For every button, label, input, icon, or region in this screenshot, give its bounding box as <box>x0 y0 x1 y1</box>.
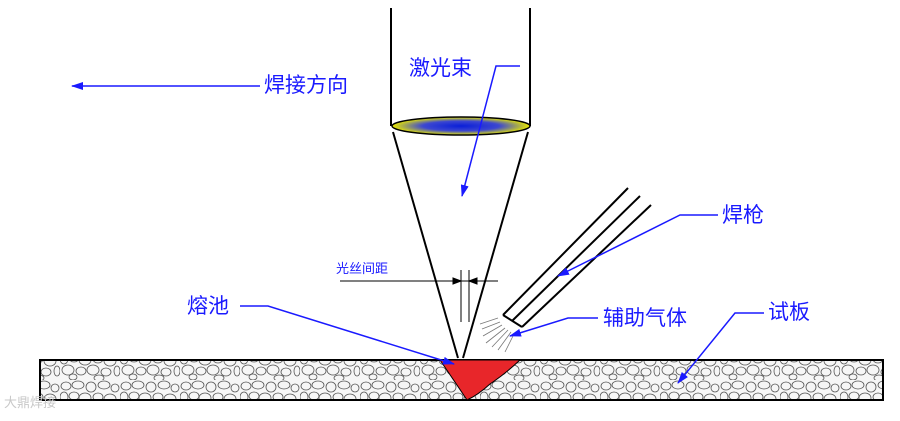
laser-beam-leader <box>460 65 520 197</box>
welding-torch-leader <box>557 214 718 277</box>
wire-gap-dimension <box>340 270 498 322</box>
label-test-plate: 试板 <box>768 300 810 324</box>
molten-pool <box>439 359 522 401</box>
label-molten-pool: 熔池 <box>187 294 229 318</box>
label-welding-direction: 焊接方向 <box>264 73 348 97</box>
label-welding-torch: 焊枪 <box>722 203 764 227</box>
shielding-gas-spray <box>479 317 515 353</box>
laser-lens <box>391 116 531 136</box>
label-wire-gap: 光丝间距 <box>336 262 389 277</box>
laser-beam <box>390 8 531 359</box>
test-plate-leader <box>677 312 764 384</box>
label-laser-beam: 激光束 <box>409 56 472 80</box>
molten-pool-leader <box>240 305 455 365</box>
label-shielding-gas: 辅助气体 <box>603 306 687 330</box>
shielding-gas-leader <box>509 317 598 337</box>
watermark: 大鼎焊接 <box>4 396 57 411</box>
welding-torch <box>502 187 652 328</box>
